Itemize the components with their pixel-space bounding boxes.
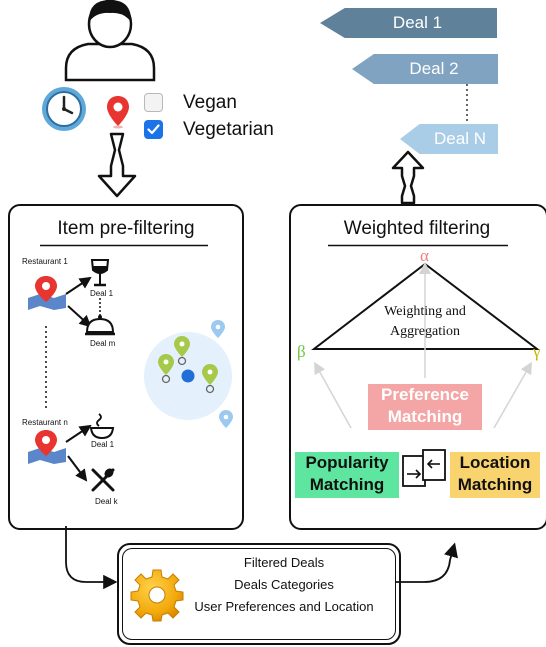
preference-line-2: Matching xyxy=(387,407,463,426)
bowl-icon xyxy=(89,413,115,440)
preference-line-1: Preference xyxy=(381,385,469,404)
preference-matching-box: Preference Matching xyxy=(368,384,482,430)
location-matching-box: Location Matching xyxy=(450,452,540,498)
restaurants-dotted-line xyxy=(45,326,47,410)
summary-text: Filtered Deals Deals Categories User Pre… xyxy=(179,555,389,635)
clock-icon xyxy=(42,87,86,131)
vegan-checkbox[interactable] xyxy=(144,93,163,112)
location-line-2: Matching xyxy=(457,475,533,494)
prefilter-title: Item pre-filtering xyxy=(57,218,195,239)
weighted-title: Weighted filtering xyxy=(343,218,491,239)
location-pin-icon xyxy=(107,96,129,129)
user-icon xyxy=(64,0,156,82)
restaurant-n-arrows xyxy=(65,424,92,482)
restaurant-n-label: Restaurant n xyxy=(22,418,68,427)
popularity-line-2: Matching xyxy=(309,475,385,494)
deal-dots-1 xyxy=(99,298,101,316)
prefilter-title-underline xyxy=(40,244,208,247)
summary-line-1: Filtered Deals xyxy=(243,555,325,570)
restaurant-1-label: Restaurant 1 xyxy=(22,257,68,266)
weighting-aggregation-label: Weighting and Aggregation xyxy=(360,302,490,342)
location-cluster-graphic xyxy=(144,320,233,428)
weighted-title-underline xyxy=(328,244,508,247)
summary-line-2: Deals Categories xyxy=(234,577,334,592)
down-arrow-icon xyxy=(97,132,137,198)
deal-2-label: Deal 2 xyxy=(409,59,459,78)
popularity-line-1: Popularity xyxy=(305,453,389,472)
restaurant-n-map-icon xyxy=(28,430,66,464)
summary-line-3: User Preferences and Location xyxy=(194,599,374,614)
gear-icon xyxy=(130,569,184,622)
wine-glass-icon xyxy=(90,259,110,287)
deals-ellipsis-line xyxy=(466,84,468,124)
vegetarian-label: Vegetarian xyxy=(183,119,274,140)
swap-arrows-icon xyxy=(402,449,446,487)
location-line-1: Location xyxy=(459,453,531,472)
beta-label: β xyxy=(297,342,306,361)
deal-k-small-label: Deal k xyxy=(95,497,118,506)
weighting-line: Weighting and xyxy=(384,304,466,319)
weighting-triangle xyxy=(311,262,540,429)
vegetarian-checkbox[interactable] xyxy=(144,120,163,139)
deal-2-tag: Deal 2 xyxy=(352,54,498,84)
alpha-label: α xyxy=(420,246,429,265)
cutlery-icon xyxy=(91,468,115,492)
aggregation-line: Aggregation xyxy=(390,324,460,339)
deal-1-tag: Deal 1 xyxy=(320,8,497,38)
deal-m-small-label: Deal m xyxy=(90,339,116,348)
up-arrow-icon xyxy=(391,150,425,205)
flow-connectors xyxy=(65,526,458,590)
deal-1b-small-label: Deal 1 xyxy=(91,440,115,449)
summary-box: Filtered Deals Deals Categories User Pre… xyxy=(117,543,401,645)
gamma-label: γ xyxy=(533,342,541,361)
summary-inner-box: Filtered Deals Deals Categories User Pre… xyxy=(122,548,396,640)
check-icon xyxy=(147,124,160,135)
cloche-icon xyxy=(85,315,115,336)
deal-n-label: Deal N xyxy=(434,129,486,148)
restaurant-map-icon xyxy=(28,276,66,310)
deal-1-label: Deal 1 xyxy=(392,13,443,32)
deal-n-tag: Deal N xyxy=(400,124,498,154)
popularity-matching-box: Popularity Matching xyxy=(295,452,399,498)
restaurant-1-arrows xyxy=(65,276,92,328)
deal-1-small-label: Deal 1 xyxy=(90,289,114,298)
vegan-label: Vegan xyxy=(183,92,237,113)
